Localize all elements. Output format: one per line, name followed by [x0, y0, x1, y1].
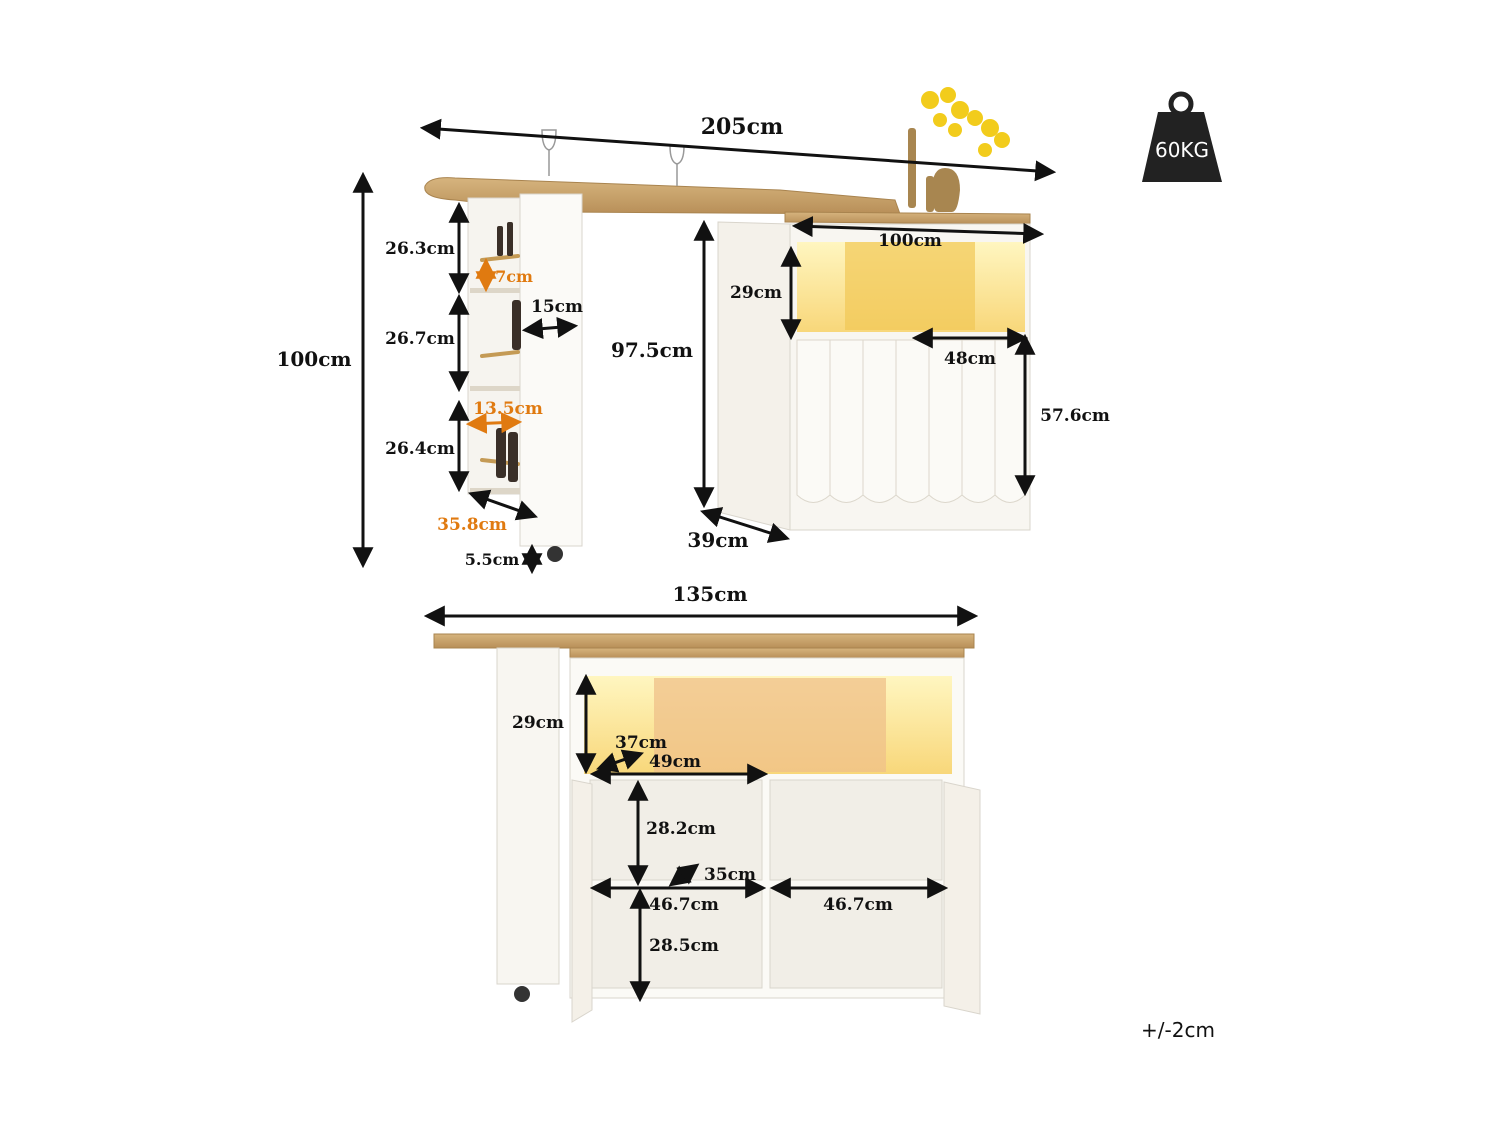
- compartments: [589, 779, 943, 989]
- label-door-width: 48cm: [944, 349, 996, 369]
- bottom-view: 135cm 29cm 37cm 49cm 28.2cm 35cm 46.7cm …: [423, 582, 981, 1023]
- label-upper-compartment-height: 28.2cm: [646, 819, 716, 839]
- weight-icon: [1142, 91, 1222, 182]
- label-door-height: 57.6cm: [1040, 406, 1110, 426]
- yellow-flowers: [921, 87, 1010, 157]
- label-side-depth: 15cm: [531, 297, 583, 317]
- bar-top-front: [433, 633, 975, 649]
- dimension-lines: [352, 118, 1057, 575]
- label-cabinet-depth: 39cm: [687, 528, 748, 552]
- label-bottom-total-length: 135cm: [672, 582, 747, 606]
- cabinet-countertop: [784, 211, 1031, 225]
- cabinet-top-front: [569, 647, 965, 659]
- label-cabinet-height: 97.5cm: [611, 338, 693, 362]
- open-door-right: [943, 781, 981, 1015]
- label-shelf-gap: 7cm: [495, 267, 533, 286]
- tolerance-note: +/-2cm: [1141, 1018, 1215, 1042]
- label-total-height: 100cm: [276, 347, 351, 371]
- label-inner-depth: 13.5cm: [473, 399, 543, 419]
- label-total-length: 205cm: [701, 114, 784, 140]
- label-shelf-height-2: 26.7cm: [385, 329, 455, 349]
- label-compartment-depth: 35cm: [704, 865, 756, 885]
- shelf-sliding-panel: [845, 242, 975, 330]
- label-left-compartment-width: 46.7cm: [649, 895, 719, 915]
- cabinet-side: [717, 221, 791, 531]
- weight-label: 60KG: [1155, 138, 1209, 162]
- label-base-width: 35.8cm: [437, 515, 507, 535]
- label-wheel-height: 5.5cm: [465, 550, 520, 569]
- arrow-205: [419, 118, 1057, 182]
- label-right-compartment-width: 46.7cm: [823, 895, 893, 915]
- label-open-shelf-height: 29cm: [730, 283, 782, 303]
- fluted-doors: [796, 339, 1026, 503]
- label-bottom-shelf-width: 49cm: [649, 752, 701, 772]
- decor-vases: [908, 128, 960, 212]
- label-cabinet-width: 100cm: [878, 231, 942, 251]
- label-lower-compartment-height: 28.5cm: [649, 936, 719, 956]
- weight-badge: 60KG: [1142, 91, 1222, 182]
- sliding-panel-left: [654, 678, 766, 772]
- side-shelf-panel: [519, 193, 583, 547]
- dimension-lines-bottom: [423, 605, 979, 1003]
- bottles: [496, 222, 521, 482]
- side-leg-panel: [496, 647, 560, 985]
- label-bottom-shelf-depth: 37cm: [615, 733, 667, 753]
- sliding-panel-right: [766, 678, 886, 772]
- top-view: 205cm 100cm 26.3cm 26.7cm 26.4cm 7cm 15c…: [276, 87, 1110, 575]
- wheel: [547, 546, 563, 562]
- open-door-left: [571, 779, 593, 1023]
- label-bottom-shelf-height: 29cm: [512, 713, 564, 733]
- orange-dimension-lines: [465, 257, 523, 434]
- wheel-bottom: [514, 986, 530, 1002]
- label-shelf-height-1: 26.3cm: [385, 239, 455, 259]
- label-shelf-height-3: 26.4cm: [385, 439, 455, 459]
